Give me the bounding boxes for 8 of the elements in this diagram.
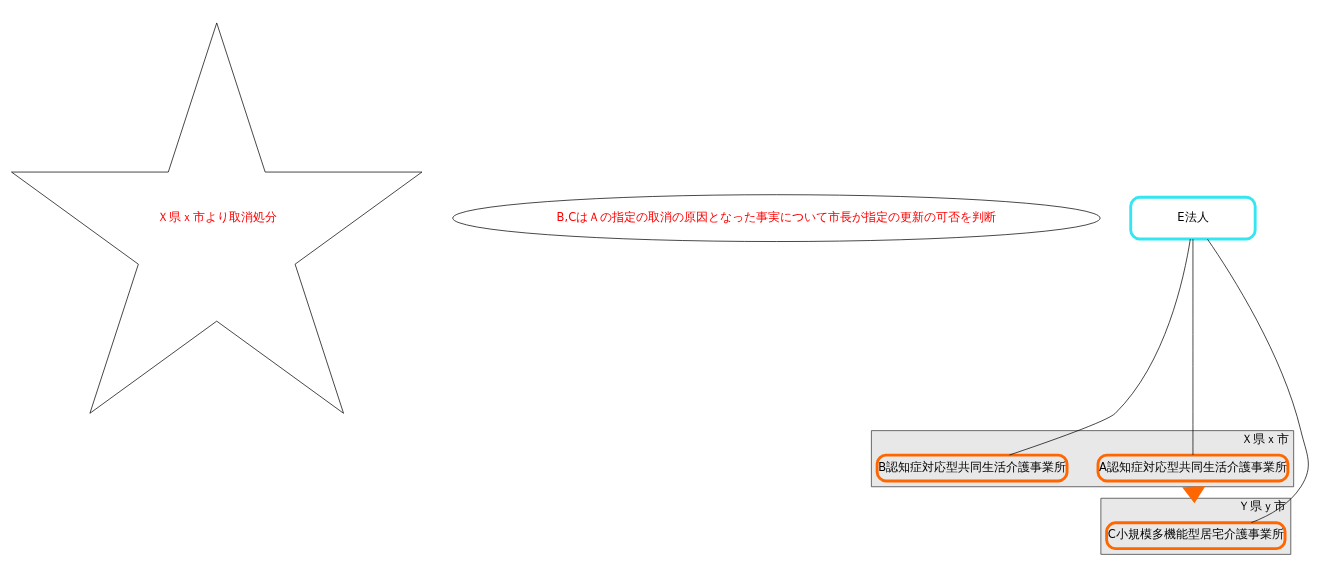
connector bbox=[1192, 238, 1194, 455]
node-ellipse: B,CはＡの指定の取消の原因となった事実について市長が指定の更新の可否を判断 bbox=[452, 193, 1101, 242]
connector bbox=[1207, 238, 1309, 523]
node-box: E法人 bbox=[1129, 195, 1257, 240]
node-box: A認知症対応型共同生活介護事業所 bbox=[1096, 453, 1290, 482]
connector bbox=[1009, 238, 1191, 455]
node-box: B認知症対応型共同生活介護事業所 bbox=[875, 453, 1069, 482]
node-box: C小規模多機能型居宅介護事業所 bbox=[1105, 520, 1287, 550]
